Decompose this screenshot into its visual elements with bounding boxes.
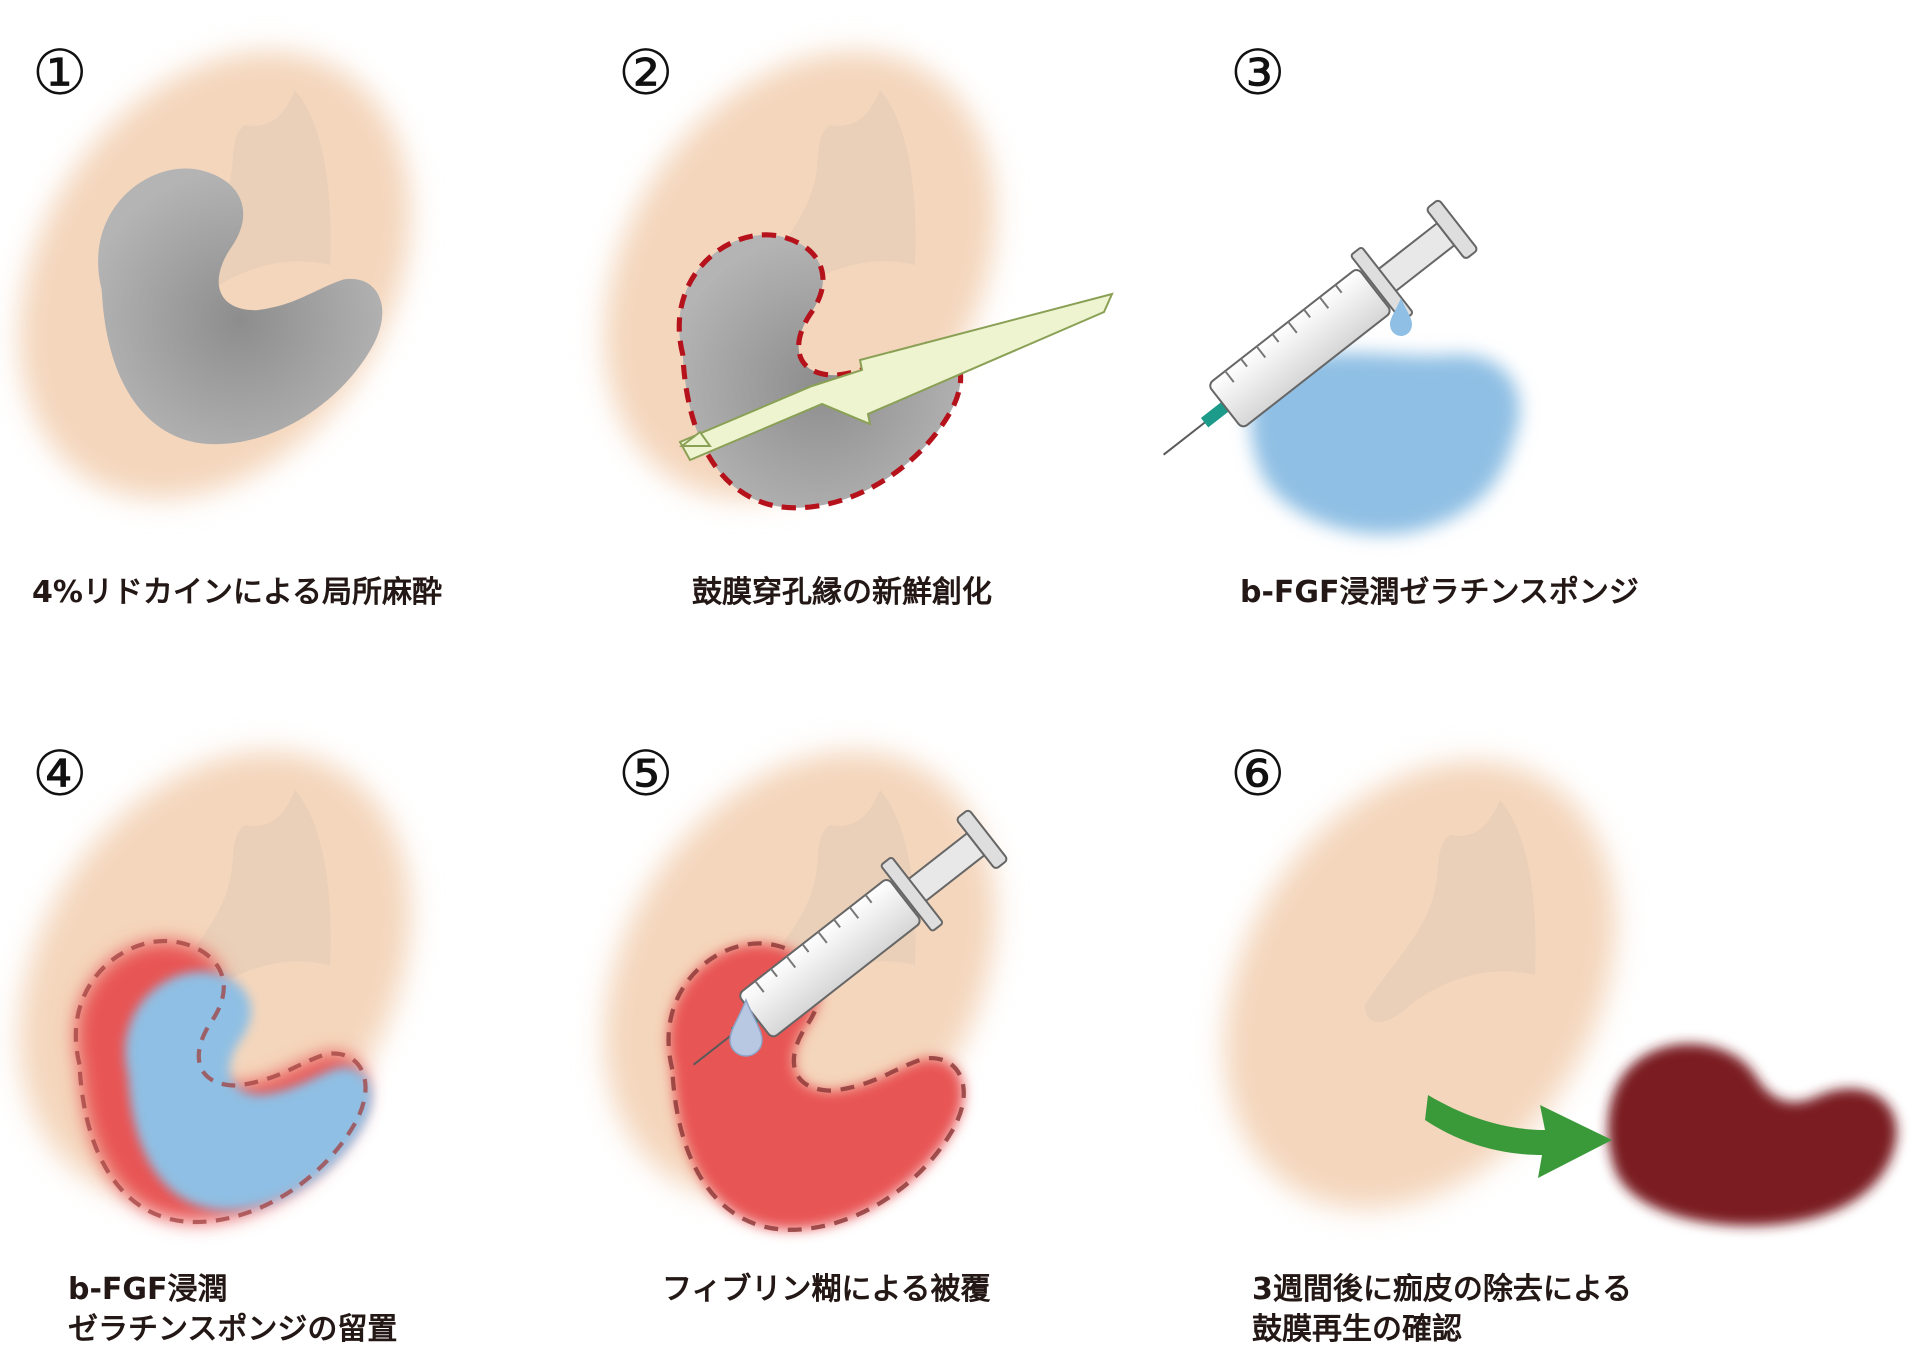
step-number-6: ⑥ [1230,737,1286,810]
step-4-caption: b-FGF浸潤 ゼラチンスポンジの留置 [68,1270,397,1350]
step-number-2: ② [618,36,674,109]
droplet-icon [729,997,763,1057]
gelatin-sponge [1250,353,1520,535]
caption-line: 4%リドカインによる局所麻酔 [32,575,443,610]
syringe-icon [1162,199,1478,456]
caption-line: 3週間後に痂皮の除去による [1252,1272,1632,1307]
step-number-4: ④ [32,737,88,810]
step-3-caption: b-FGF浸潤ゼラチンスポンジ [1240,573,1639,613]
step-2-caption: 鼓膜穿孔縁の新鮮創化 [692,573,992,613]
step-3-panel [1162,199,1520,535]
caption-line: b-FGF浸潤ゼラチンスポンジ [1240,575,1639,610]
green-arrow-icon [1425,1095,1612,1178]
step-number-1: ① [32,36,88,109]
caption-line: フィブリン糊による被覆 [662,1272,991,1307]
step-6-caption: 3週間後に痂皮の除去による 鼓膜再生の確認 [1252,1270,1632,1350]
step-5-caption: フィブリン糊による被覆 [662,1270,991,1310]
step-2-panel [524,0,1114,571]
caption-line: 鼓膜再生の確認 [1252,1312,1462,1347]
syringe-icon [692,809,1008,1066]
crust [1608,1043,1897,1226]
step-5-panel [524,679,1075,1272]
caption-line: ゼラチンスポンジの留置 [68,1312,398,1347]
step-6-panel [1144,689,1897,1282]
step-1-caption: 4%リドカインによる局所麻酔 [32,573,442,613]
pick-instrument-icon [678,292,1114,462]
caption-line: b-FGF浸潤 [68,1272,228,1307]
caption-line: 鼓膜穿孔縁の新鮮創化 [692,575,992,610]
step-number-5: ⑤ [618,737,674,810]
step-number-3: ③ [1230,36,1286,109]
droplet-icon [1390,298,1412,336]
